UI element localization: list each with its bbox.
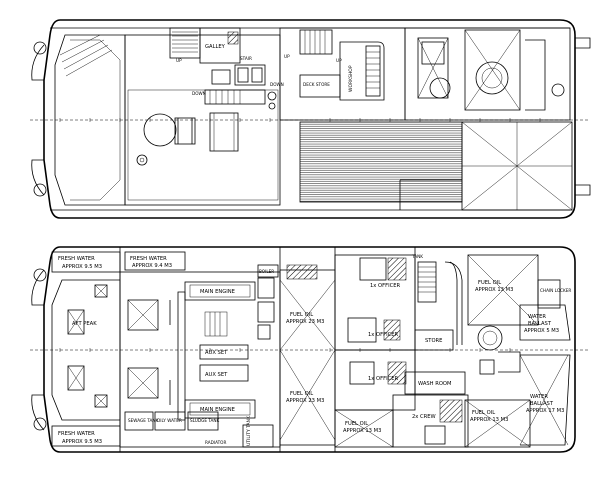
- upper-up-label-1: UP: [176, 58, 182, 63]
- upper-galley-label: GALLEY: [205, 44, 226, 50]
- fresh-water-2-label: FRESH WATER: [130, 256, 167, 262]
- fuel-oil-3-label: FUEL OIL: [345, 421, 368, 427]
- upper-grated-deck: [299, 121, 463, 203]
- aux-set-2-label: AUX SET: [205, 372, 228, 378]
- water-ballast-1b-label: BALLAST: [528, 321, 552, 327]
- water-ballast-2-label: WATER: [530, 394, 548, 400]
- water-ballast-2-capacity: APPROX 17 M3: [526, 408, 564, 414]
- aux-set-1-label: AUX SET: [205, 350, 228, 356]
- upper-up-label-2: UP: [284, 54, 290, 59]
- water-ballast-1-label: WATER: [528, 314, 546, 320]
- upper-down-label: DOWN: [192, 91, 206, 96]
- officer-2-label: 1x OFFICER: [368, 332, 398, 338]
- crew-label: 2x CREW: [412, 414, 436, 420]
- fuel-oil-5-label: FUEL OIL: [472, 410, 495, 416]
- fresh-water-2-capacity: APPROX 9.4 M3: [132, 263, 172, 269]
- main-engine-port-label: MAIN ENGINE: [200, 289, 235, 295]
- fuel-oil-3-capacity: APPROX 13 M3: [343, 428, 381, 434]
- fuel-oil-4-capacity: APPROX 13 M3: [475, 287, 513, 293]
- fresh-water-stbd-capacity: APPROX 9.5 M3: [62, 439, 102, 445]
- jack-tank-label: TANK: [411, 254, 423, 259]
- winch: [143, 112, 239, 152]
- store-label: STORE: [425, 338, 442, 344]
- upper-hull-outline: [43, 19, 576, 219]
- fuel-oil-1-capacity: APPROX 23 M3: [286, 319, 324, 325]
- upper-stair-label: STAIR: [240, 56, 252, 61]
- fresh-water-stbd-label: FRESH WATER: [58, 431, 95, 437]
- fuel-oil-5-capacity: APPROX 13 M3: [470, 417, 508, 423]
- upper-capstan: [475, 61, 509, 95]
- fuel-oil-2-label: FUEL OIL: [290, 391, 313, 397]
- boiler-label: BOILER: [259, 269, 274, 274]
- upper-deck-plan: UP GALLEY DOWN STAIR UP DECK STORE DOWN: [30, 19, 591, 219]
- water-ballast-1-capacity: APPROX 5 M3: [524, 328, 559, 334]
- officer-3-label: 1x OFFICER: [368, 376, 398, 382]
- lower-hull-outline: [43, 246, 576, 453]
- sludge-tank-label: SLUDGE TANK: [190, 418, 220, 423]
- aft-peak-label: AFT PEAK: [72, 321, 97, 327]
- main-engine-port: [184, 281, 256, 301]
- upper-down-label-2: DOWN: [270, 82, 284, 87]
- water-ballast-2b-label: BALLAST: [530, 401, 554, 407]
- fresh-water-port-capacity: APPROX 9.5 M3: [62, 264, 102, 270]
- wash-room-label: WASH ROOM: [418, 381, 451, 387]
- utility-tank-label: UTILITY TANK: [246, 415, 252, 446]
- main-engine-stbd-label: MAIN ENGINE: [200, 407, 235, 413]
- fuel-oil-1-label: FUEL OIL: [290, 312, 313, 318]
- upper-deck-store-label: DECK STORE: [303, 82, 330, 87]
- radiator-label: RADIATOR: [205, 440, 226, 445]
- lower-deck-plan: FRESH WATER APPROX 9.5 M3 FRESH WATER AP…: [30, 246, 590, 453]
- fuel-oil-4-label: FUEL OIL: [478, 280, 501, 286]
- fresh-water-port-label: FRESH WATER: [58, 256, 95, 262]
- oily-water-label: OILY WATER: [157, 418, 182, 423]
- sewage-tank-label: SEWAGE TANK: [128, 418, 158, 423]
- upper-workshop-label: WORKSHOP: [348, 65, 354, 92]
- officer-1-label: 1x OFFICER: [370, 283, 400, 289]
- fuel-oil-2-capacity: APPROX 23 M3: [286, 398, 324, 404]
- chain-locker-label: CHAIN LOCKER: [540, 288, 571, 293]
- upper-up-label-3: UP: [336, 58, 342, 63]
